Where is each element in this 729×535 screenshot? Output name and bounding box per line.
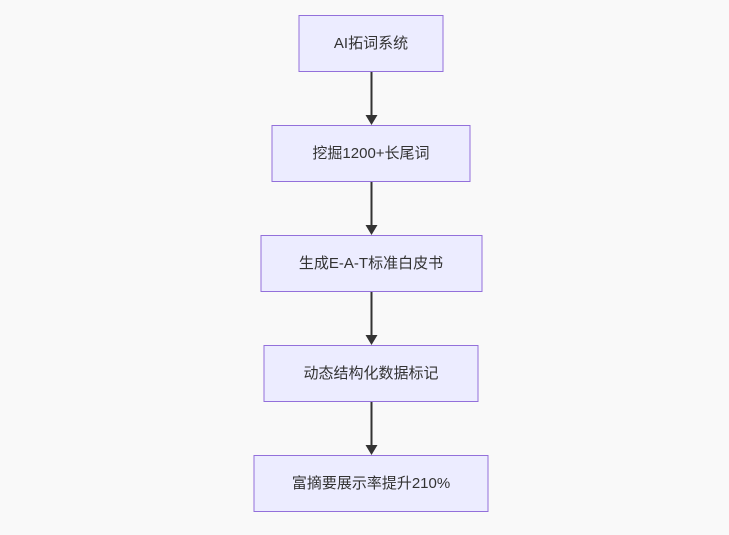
node-label: 挖掘1200+长尾词 [312,144,430,162]
arrow-line [370,402,372,445]
arrow-connector [365,182,377,235]
flowchart-node-rich-snippet-rate-increase: 富摘要展示率提升210% [253,455,489,512]
arrow-connector [365,292,377,345]
flowchart-node-ai-word-expansion-system: AI拓词系统 [298,15,444,72]
node-label: 动态结构化数据标记 [303,364,439,382]
flowchart-node-dynamic-structured-data-markup: 动态结构化数据标记 [263,345,479,402]
arrow-connector [365,402,377,455]
arrow-connector [365,72,377,125]
flowchart-node-mine-longtail-keywords: 挖掘1200+长尾词 [271,125,471,182]
arrowhead-down-icon [365,115,377,125]
arrow-line [370,292,372,335]
arrowhead-down-icon [365,225,377,235]
node-label: 富摘要展示率提升210% [291,474,451,492]
flowchart: AI拓词系统 挖掘1200+长尾词 生成E-A-T标准白皮书 动态结构化数据标记… [253,15,489,512]
arrow-line [370,182,372,225]
flowchart-node-generate-eat-whitepaper: 生成E-A-T标准白皮书 [260,235,482,292]
node-label: 生成E-A-T标准白皮书 [298,254,444,272]
node-label: AI拓词系统 [333,34,409,52]
arrow-line [370,72,372,115]
arrowhead-down-icon [365,445,377,455]
arrowhead-down-icon [365,335,377,345]
